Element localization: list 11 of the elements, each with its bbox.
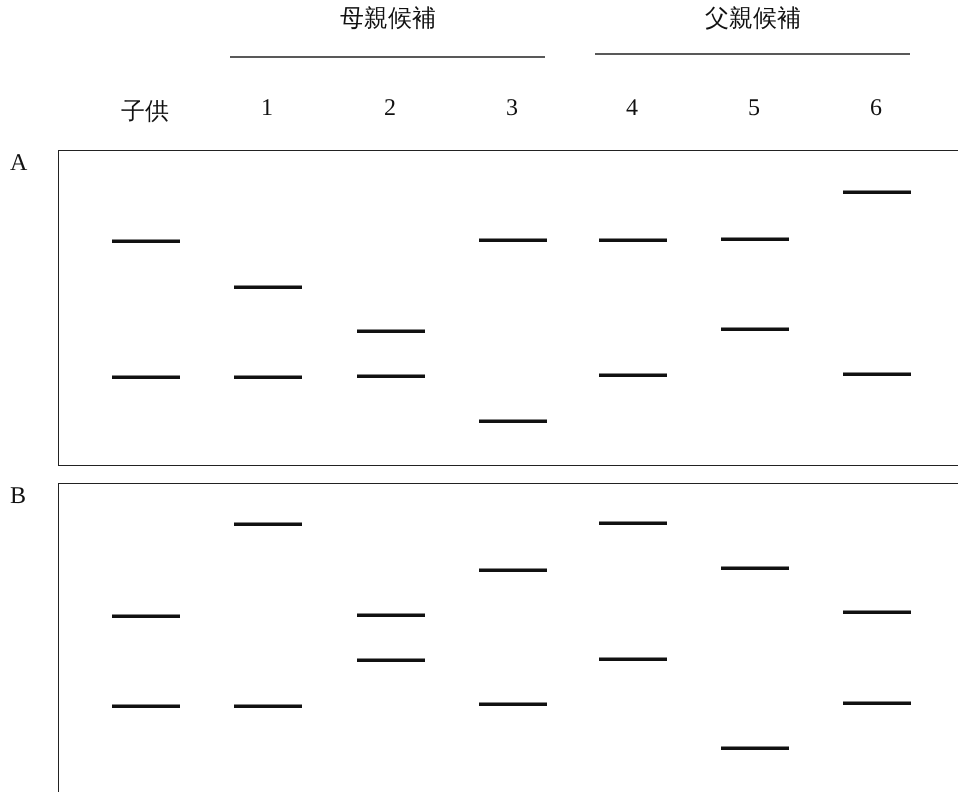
lane-label: 3 (506, 95, 518, 122)
lane-label: 子供 (121, 98, 169, 127)
lane-label: 1 (261, 95, 273, 122)
panel-label: B (10, 483, 26, 510)
group-heading: 父親候補 (705, 5, 801, 34)
group-heading: 母親候補 (340, 5, 436, 34)
panel-label: A (10, 150, 28, 177)
lane-label: 5 (748, 95, 760, 122)
lane-label: 2 (384, 95, 396, 122)
lane-label: 6 (870, 95, 882, 122)
lane-label: 4 (626, 95, 638, 122)
